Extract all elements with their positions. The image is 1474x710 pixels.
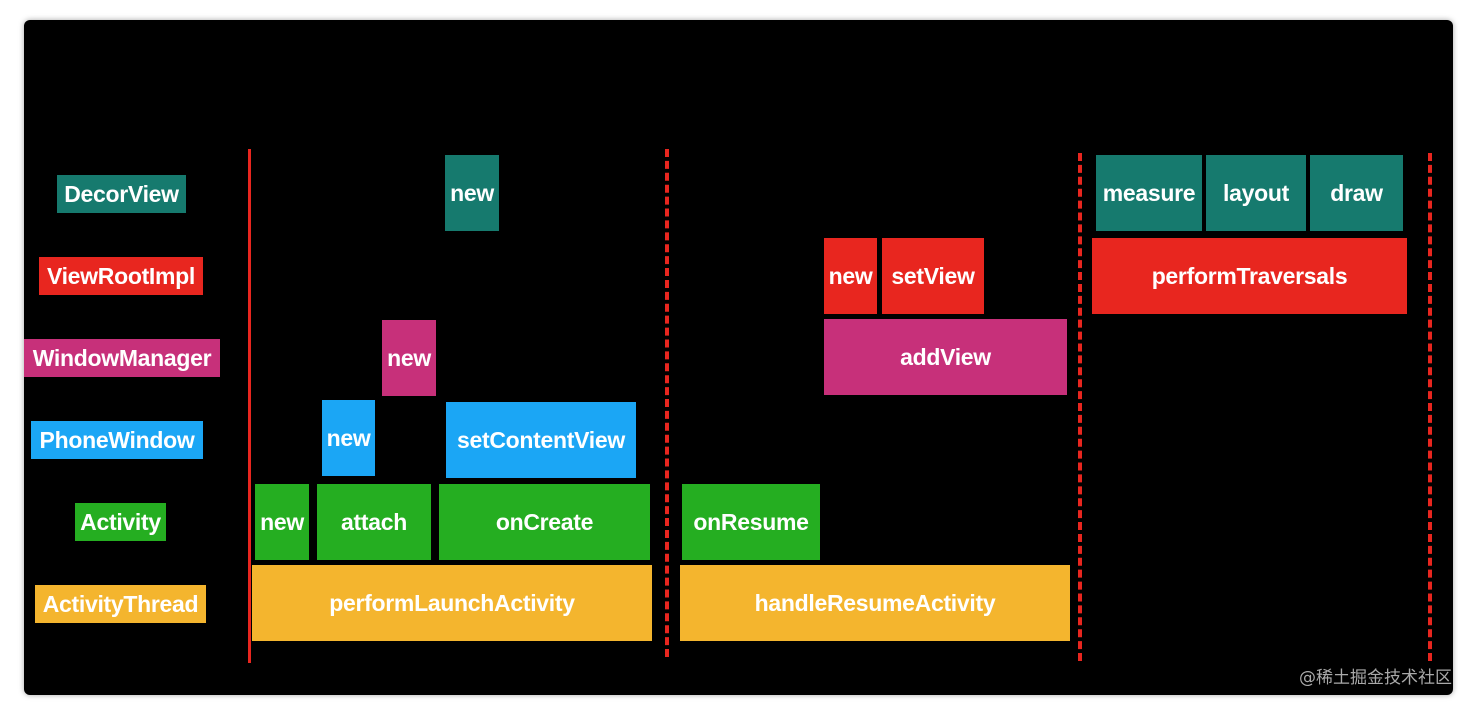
viewrootimpl-new-block: new [824, 238, 877, 314]
set-view-block: setView [882, 238, 984, 314]
phase-separator-resume-traversal [1078, 153, 1082, 661]
activity-attach-block: attach [317, 484, 431, 560]
row-label-phonewindow: PhoneWindow [31, 421, 203, 459]
layout-block: layout [1206, 155, 1306, 231]
perform-traversals-block: performTraversals [1092, 238, 1407, 314]
row-label-activity: Activity [75, 503, 166, 541]
activity-onresume-block: onResume [682, 484, 820, 560]
row-label-viewrootimpl: ViewRootImpl [39, 257, 203, 295]
decorview-new-block: new [445, 155, 499, 231]
phase-separator-launch-resume [665, 149, 669, 657]
set-content-view-block: setContentView [446, 402, 636, 478]
phonewindow-new-block: new [322, 400, 375, 476]
add-view-block: addView [824, 319, 1067, 395]
measure-block: measure [1096, 155, 1202, 231]
row-label-windowmanager: WindowManager [24, 339, 220, 377]
row-label-decorview: DecorView [57, 175, 186, 213]
watermark: @稀土掘金技术社区 [1299, 668, 1452, 688]
activity-oncreate-block: onCreate [439, 484, 650, 560]
perform-launch-activity-block: performLaunchActivity [252, 565, 652, 641]
row-label-activitythread: ActivityThread [35, 585, 206, 623]
phase-end-separator [1428, 153, 1432, 661]
windowmanager-new-block: new [382, 320, 436, 396]
lifecycle-diagram: DecorView ViewRootImpl WindowManager Pho… [24, 20, 1453, 695]
draw-block: draw [1310, 155, 1403, 231]
timeline-start-line [248, 149, 251, 663]
activity-new-block: new [255, 484, 309, 560]
handle-resume-activity-block: handleResumeActivity [680, 565, 1070, 641]
